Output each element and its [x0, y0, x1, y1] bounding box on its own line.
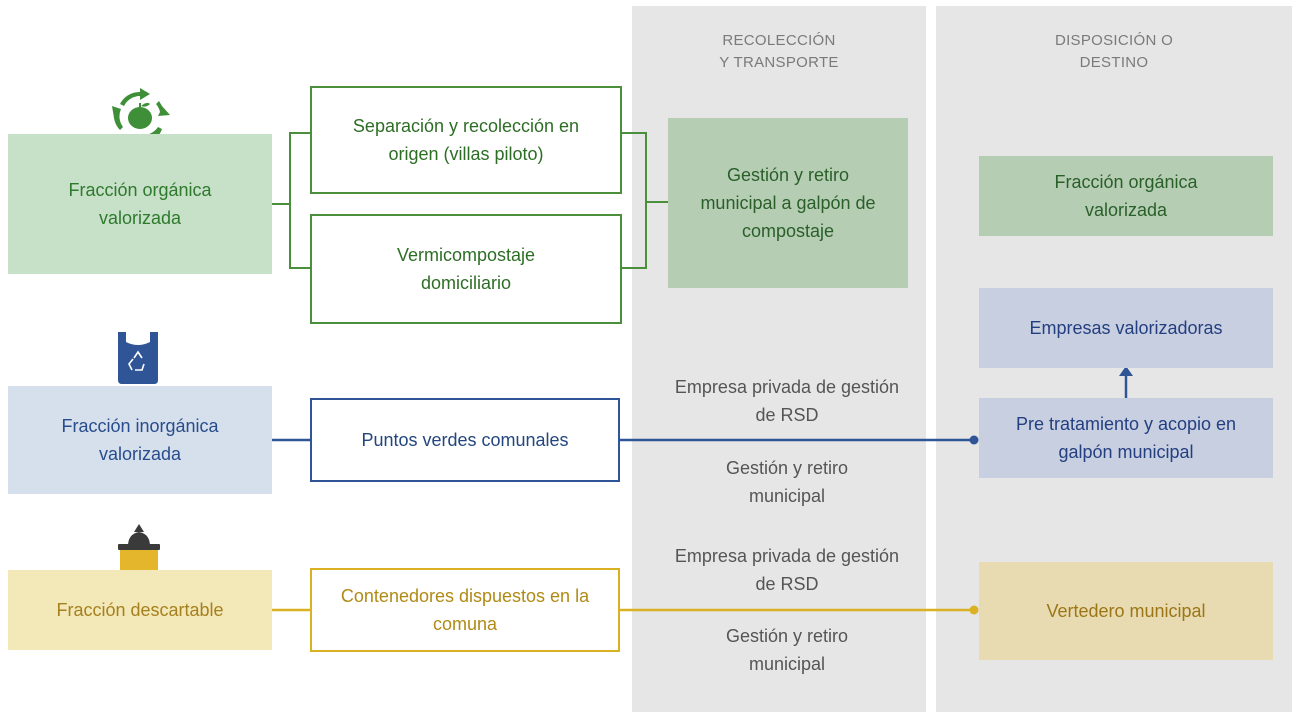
origin-separation: Separación y recolección en origen (vill…	[310, 86, 622, 194]
destination-organic-label: Fracción orgánica valorizada	[1054, 172, 1198, 220]
source-disposable: Fracción descartable	[8, 570, 272, 650]
destination-column-header: DISPOSICIÓN O DESTINO	[1054, 32, 1174, 71]
origin-vermicompost: Vermicompostaje domiciliario	[310, 214, 622, 324]
source-inorganic: Fracción inorgánica valorizada	[8, 386, 272, 494]
destination-landfill: Vertedero municipal	[979, 562, 1273, 660]
destination-pretreatment: Pre tratamiento y acopio en galpón munic…	[979, 398, 1273, 478]
collection-inorganic-municipal: Gestión y retiro municipal	[725, 458, 849, 506]
collection-disposable-municipal: Gestión y retiro municipal	[725, 626, 849, 674]
destination-companies: Empresas valorizadoras	[979, 288, 1273, 368]
source-disposable-label: Fracción descartable	[56, 600, 224, 620]
source-inorganic-label: Fracción inorgánica valorizada	[61, 416, 219, 464]
origin-separation-label: Separación y recolección en origen (vill…	[352, 116, 580, 164]
destination-landfill-label: Vertedero municipal	[1046, 601, 1206, 621]
destination-pretreatment-label: Pre tratamiento y acopio en galpón munic…	[1015, 414, 1237, 462]
source-organic: Fracción orgánica valorizada	[8, 134, 272, 274]
source-organic-label: Fracción orgánica valorizada	[68, 180, 212, 228]
origin-containers-label: Contenedores dispuestos en la comuna	[340, 586, 590, 634]
collection-column-header: RECOLECCIÓN Y TRANSPORTE	[719, 32, 839, 71]
collection-inorganic-private: Empresa privada de gestión de RSD	[674, 377, 900, 425]
origin-green-points-label: Puntos verdes comunales	[361, 430, 569, 450]
origin-vermicompost-label: Vermicompostaje domiciliario	[396, 245, 536, 293]
destination-organic: Fracción orgánica valorizada	[979, 156, 1273, 236]
collection-disposable-private: Empresa privada de gestión de RSD	[674, 546, 900, 594]
destination-companies-label: Empresas valorizadoras	[1029, 318, 1223, 338]
origin-containers: Contenedores dispuestos en la comuna	[310, 568, 620, 652]
collection-organic-label: Gestión y retiro municipal a galpón de c…	[700, 165, 876, 241]
collection-organic: Gestión y retiro municipal a galpón de c…	[668, 118, 908, 288]
origin-green-points: Puntos verdes comunales	[310, 398, 620, 482]
recycle-bag-icon	[116, 328, 160, 384]
